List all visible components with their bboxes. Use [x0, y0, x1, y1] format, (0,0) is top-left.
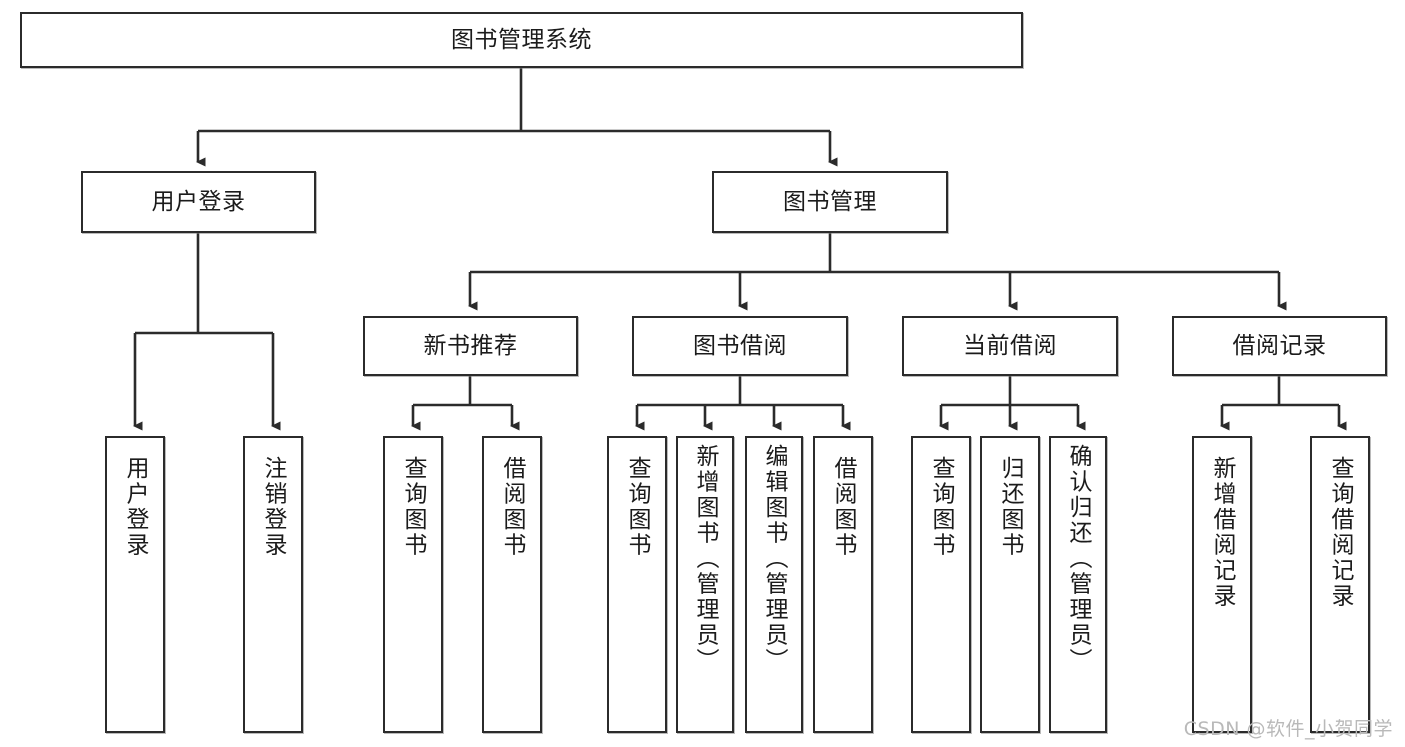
node-user-login[interactable]: 用户登录: [81, 171, 316, 233]
node-label: 编辑图书（管理员）: [761, 444, 788, 674]
node-label: 当前借阅: [963, 332, 1057, 359]
leaf-new-book-query-book[interactable]: 查询图书: [383, 436, 443, 733]
leaf-user-login-logout[interactable]: 注销登录: [243, 436, 303, 733]
node-label: 新增图书（管理员）: [692, 444, 719, 674]
leaf-book-borrow-add-book-admin[interactable]: 新增图书（管理员）: [676, 436, 734, 733]
node-label: 图书管理: [783, 188, 877, 215]
node-label: 查询图书: [624, 456, 651, 558]
node-label: 查询图书: [400, 456, 427, 558]
node-label: 借阅记录: [1232, 332, 1327, 359]
node-label: 查询借阅记录: [1327, 456, 1354, 609]
node-label: 图书借阅: [693, 332, 787, 359]
node-borrow-record[interactable]: 借阅记录: [1172, 316, 1387, 376]
leaf-book-borrow-query-book[interactable]: 查询图书: [607, 436, 667, 733]
node-label: 用户登录: [151, 188, 246, 215]
node-root-book-management-system[interactable]: 图书管理系统: [20, 12, 1023, 68]
leaf-book-borrow-edit-book-admin[interactable]: 编辑图书（管理员）: [745, 436, 803, 733]
leaf-current-borrow-confirm-return-admin[interactable]: 确认归还（管理员）: [1049, 436, 1107, 733]
node-book-borrow[interactable]: 图书借阅: [632, 316, 848, 376]
node-label: 确认归还（管理员）: [1065, 444, 1092, 674]
node-label: 注销登录: [260, 456, 287, 558]
leaf-current-borrow-query-book[interactable]: 查询图书: [911, 436, 971, 733]
leaf-borrow-record-query-record[interactable]: 查询借阅记录: [1310, 436, 1370, 733]
node-new-book-recommend[interactable]: 新书推荐: [363, 316, 578, 376]
leaf-new-book-borrow-book[interactable]: 借阅图书: [482, 436, 542, 733]
node-label: 借阅图书: [830, 456, 857, 558]
node-current-borrow[interactable]: 当前借阅: [902, 316, 1118, 376]
leaf-book-borrow-borrow-book[interactable]: 借阅图书: [813, 436, 873, 733]
node-label: 新增借阅记录: [1209, 456, 1236, 609]
leaf-user-login-login[interactable]: 用户登录: [105, 436, 165, 733]
node-label: 归还图书: [997, 456, 1024, 558]
node-label: 用户登录: [122, 456, 149, 558]
node-label: 查询图书: [928, 456, 955, 558]
node-label: 新书推荐: [423, 332, 518, 359]
leaf-current-borrow-return-book[interactable]: 归还图书: [980, 436, 1040, 733]
node-label: 借阅图书: [499, 456, 526, 558]
node-label: 图书管理系统: [451, 26, 592, 53]
leaf-borrow-record-add-record[interactable]: 新增借阅记录: [1192, 436, 1252, 733]
node-book-management[interactable]: 图书管理: [712, 171, 948, 233]
